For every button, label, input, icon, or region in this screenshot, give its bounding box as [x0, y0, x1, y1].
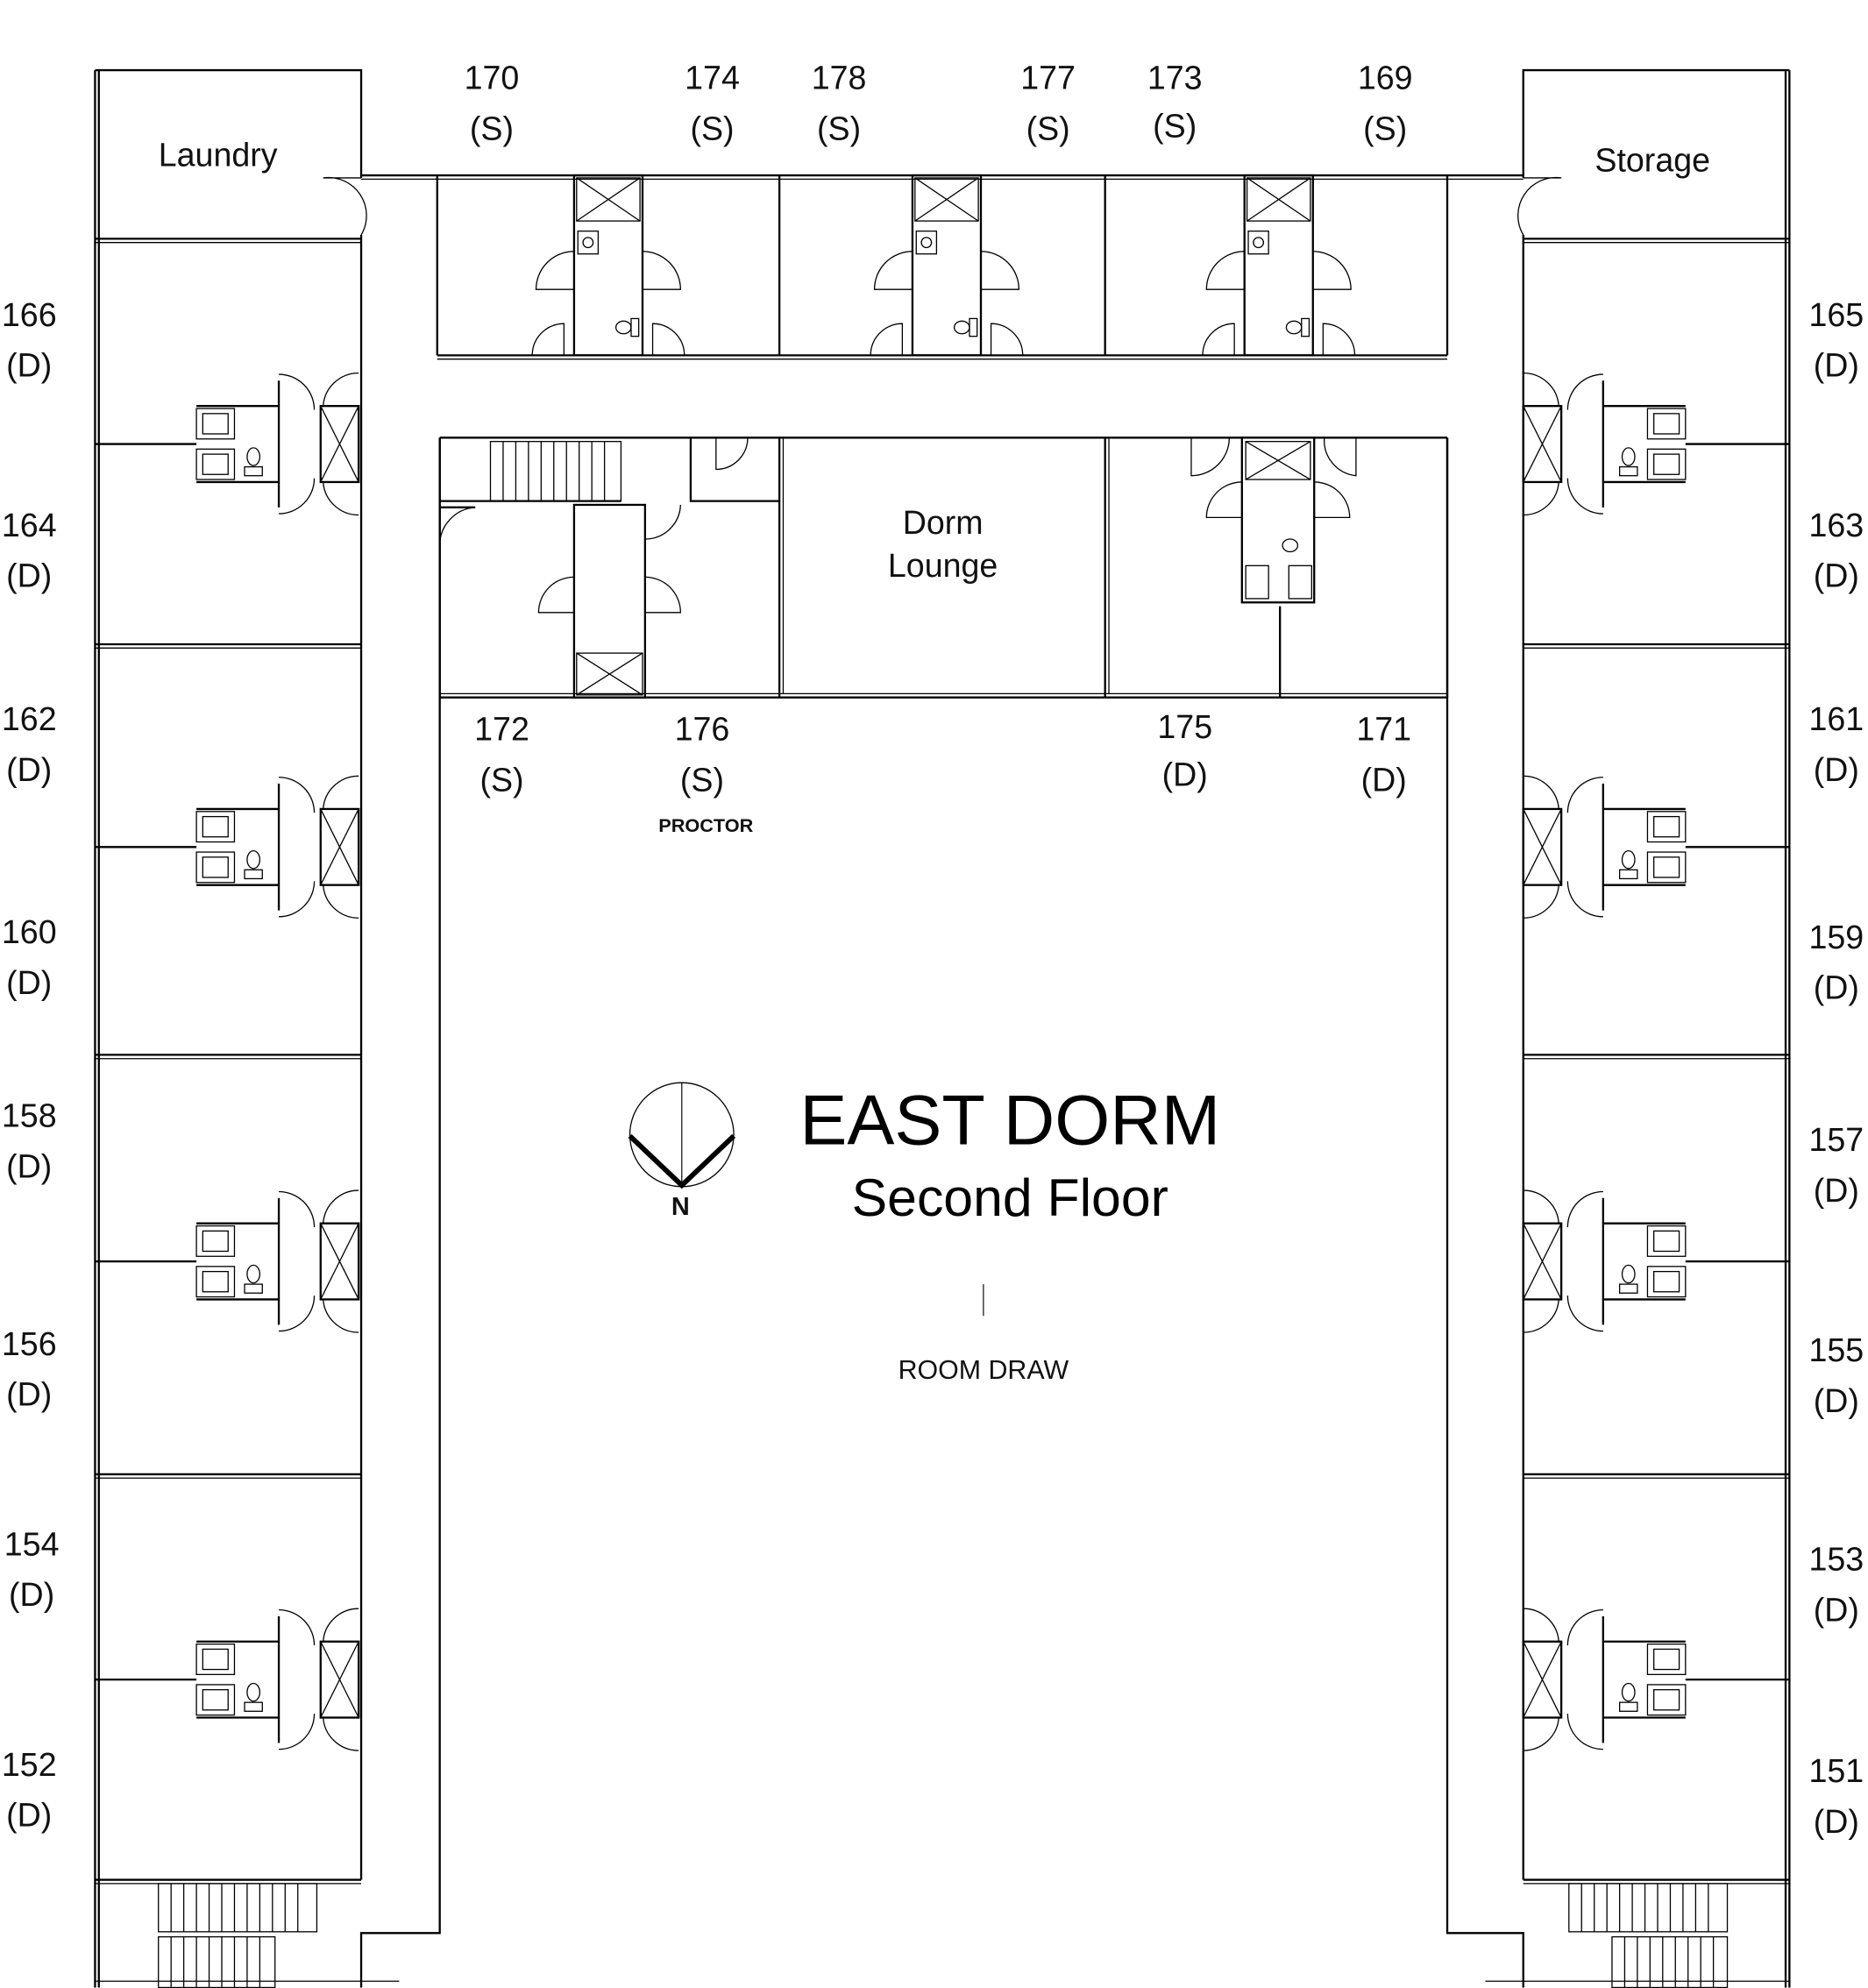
room-type: (S)	[680, 761, 724, 798]
room-type: (S)	[817, 110, 861, 146]
room-number: 165	[1809, 296, 1864, 333]
room-number: 178	[812, 60, 867, 96]
building-title: EAST DORM	[799, 1082, 1220, 1161]
room-number: 166	[2, 296, 57, 333]
room-number: 170	[465, 60, 520, 96]
room-type: (D)	[1814, 557, 1859, 594]
room-type: (D)	[9, 1576, 54, 1613]
room-type: (D)	[1814, 969, 1859, 1006]
room-type: (S)	[470, 110, 514, 146]
right-wing	[1445, 68, 1791, 1988]
room-type: (D)	[6, 557, 52, 594]
room-number: 152	[2, 1746, 57, 1783]
room-type: (D)	[1814, 1803, 1859, 1840]
room-number: 154	[4, 1525, 60, 1562]
room-number: 171	[1356, 711, 1411, 748]
right-room-labels: 165 (D) 163 (D) 161 (D) 159 (D) 157 (D) …	[1809, 296, 1864, 1840]
room-type: (D)	[1361, 761, 1407, 798]
room-type: (D)	[6, 964, 52, 1001]
laundry-label: Laundry	[159, 137, 278, 174]
room-type: (S)	[1363, 110, 1407, 146]
stairs-left	[158, 1883, 318, 1988]
room-type: (D)	[6, 751, 52, 788]
room-type: (S)	[1153, 107, 1197, 144]
room-type: (D)	[6, 1797, 52, 1834]
room-number: 176	[675, 711, 730, 748]
floor-subtitle: Second Floor	[852, 1168, 1168, 1227]
room-number: 161	[1809, 700, 1864, 737]
room-type: (D)	[6, 347, 52, 384]
room-number: 175	[1157, 708, 1212, 745]
lounge-label: Dorm	[903, 504, 984, 541]
room-type: (D)	[1814, 751, 1859, 788]
room-number: 174	[685, 60, 740, 96]
room-type: (S)	[479, 761, 523, 798]
room-number: 158	[2, 1097, 57, 1134]
room-number: 155	[1809, 1331, 1864, 1368]
room-draw-label: ROOM DRAW	[898, 1356, 1069, 1385]
room-type: (D)	[6, 1147, 52, 1184]
room-type: (S)	[690, 110, 734, 146]
room-number: 160	[2, 913, 57, 950]
room-number: 173	[1147, 60, 1203, 96]
room-type: (D)	[1162, 756, 1208, 793]
room-number: 163	[1809, 507, 1864, 543]
left-room-labels: 166 (D) 164 (D) 162 (D) 160 (D) 158 (D) …	[2, 296, 60, 1834]
room-number: 169	[1358, 60, 1413, 96]
top-room-labels: 170 (S) 174 (S) 178 (S) 177 (S) 173 (S) …	[465, 60, 1413, 147]
stairs-right	[1568, 1883, 1729, 1988]
room-type: (D)	[6, 1376, 52, 1413]
north-label: N	[671, 1193, 690, 1221]
room-number: 153	[1809, 1541, 1864, 1578]
room-type: (D)	[1814, 1172, 1859, 1209]
room-number: 177	[1020, 60, 1076, 96]
north-arrow: N	[628, 1082, 736, 1221]
room-number: 157	[1809, 1121, 1864, 1158]
room-number: 151	[1809, 1752, 1864, 1789]
left-wing	[94, 68, 441, 1988]
inner-block	[438, 437, 1449, 699]
storage-label: Storage	[1595, 142, 1710, 179]
room-type: (D)	[1814, 1382, 1859, 1419]
room-type: (D)	[1814, 1591, 1859, 1628]
room-number: 162	[2, 700, 57, 737]
top-row	[361, 174, 1524, 439]
inner-room-labels: 172 (S) 176 (S) PROCTOR 175 (D) 171 (D)	[474, 708, 1411, 836]
room-number: 156	[2, 1325, 57, 1362]
room-type: (D)	[1814, 347, 1859, 384]
lounge-label: Lounge	[888, 547, 998, 584]
room-number: 159	[1809, 919, 1864, 955]
room-number: 172	[474, 711, 529, 748]
room-number: 164	[2, 507, 57, 543]
room-type: (S)	[1026, 110, 1070, 146]
proctor-label: PROCTOR	[658, 814, 753, 836]
